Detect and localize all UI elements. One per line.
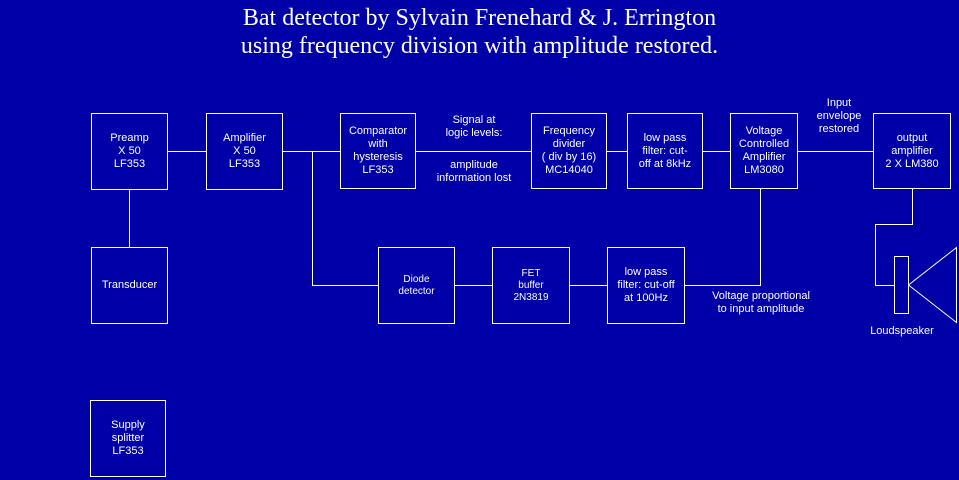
amplifier-block: Amplifier X 50 LF353 <box>206 113 283 190</box>
comparator-label: Comparator with hysteresis LF353 <box>348 125 408 176</box>
output-amplifier-block: output amplifier 2 X LM380 <box>873 113 951 189</box>
fet-buffer-block: FET buffer 2N3819 <box>492 247 570 324</box>
diode-detector-block: Diode detector <box>378 247 455 324</box>
output-amplifier-label: output amplifier 2 X LM380 <box>885 131 939 170</box>
preamp-block: Preamp X 50 LF353 <box>91 113 168 190</box>
diagram-title-line1: Bat detector by Sylvain Frenehard & J. E… <box>242 5 717 31</box>
preamp-label: Preamp X 50 LF353 <box>110 132 149 170</box>
transducer-label: Transducer <box>101 279 158 291</box>
low-pass-8khz-label: low pass filter: cut- off at 8kHz <box>638 131 692 170</box>
voltage-proportional-note: Voltage proportional to input amplitude <box>712 290 810 315</box>
loudspeaker-label: Loudspeaker <box>870 325 934 337</box>
amplitude-lost-note: amplitude information lost <box>436 159 512 184</box>
diode-detector-label: Diode detector <box>398 273 435 297</box>
vca-block: Voltage Controlled Amplifier LM3080 <box>730 113 798 189</box>
frequency-divider-label: Frequency divider ( div by 16) MC14040 <box>541 125 597 176</box>
vca-label: Voltage Controlled Amplifier LM3080 <box>738 125 790 176</box>
supply-splitter-block: Supply splitter LF353 <box>90 400 166 477</box>
wire-branch-diode <box>312 151 378 286</box>
supply-splitter-label: Supply splitter LF353 <box>111 419 145 457</box>
input-envelope-note: Input envelope restored <box>816 97 862 135</box>
frequency-divider-block: Frequency divider ( div by 16) MC14040 <box>531 113 607 189</box>
loudspeaker-icon <box>894 246 957 324</box>
transducer-block: Transducer <box>91 247 168 324</box>
fet-buffer-label: FET buffer 2N3819 <box>513 267 549 303</box>
wire-filter100-vca <box>685 189 761 286</box>
amplifier-label: Amplifier X 50 LF353 <box>223 132 266 170</box>
diagram-title-line2: using frequency division with amplitude … <box>240 33 719 59</box>
signal-logic-note: Signal at logic levels: <box>445 114 503 139</box>
low-pass-100hz-block: low pass filter: cut-off at 100Hz <box>607 247 685 324</box>
wire-output-speaker <box>875 189 913 286</box>
comparator-block: Comparator with hysteresis LF353 <box>340 113 416 189</box>
low-pass-100hz-label: low pass filter: cut-off at 100Hz <box>617 266 675 304</box>
low-pass-8khz-block: low pass filter: cut- off at 8kHz <box>627 113 703 189</box>
